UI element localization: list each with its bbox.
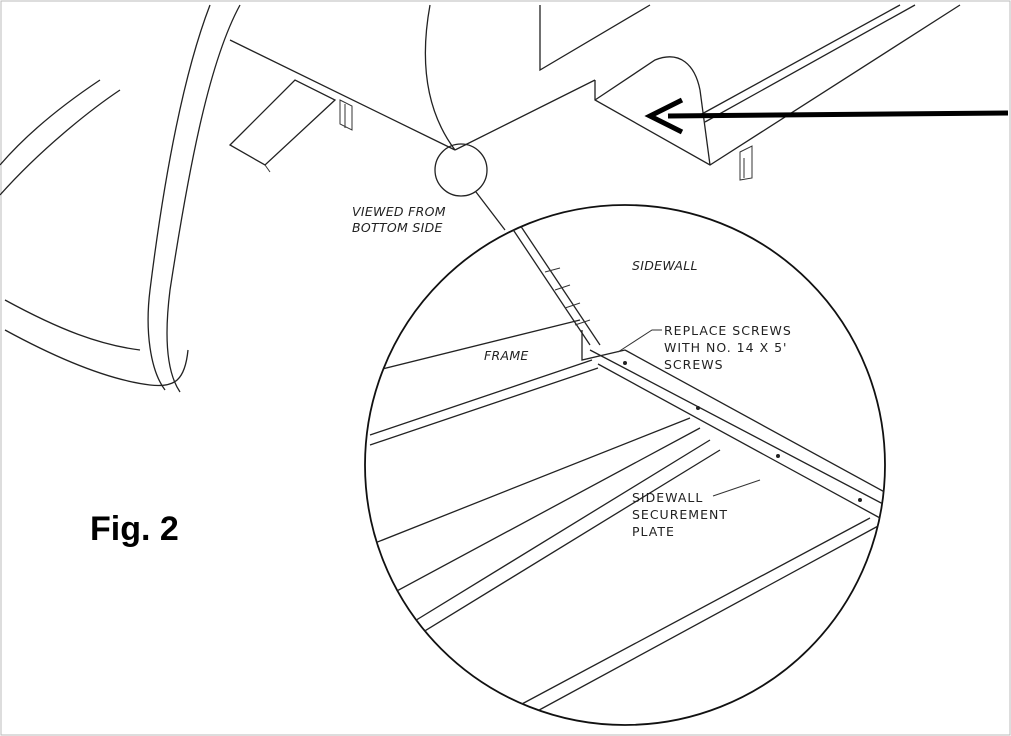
plate-note-line2: SECUREMENT xyxy=(632,507,728,522)
viewed-note-line1: VIEWED FROM xyxy=(352,204,446,219)
detail-callout-circle xyxy=(434,143,488,197)
replace-note-line2: WITH NO. 14 X 5' xyxy=(664,340,788,355)
trailer-body-drawing xyxy=(0,4,961,393)
viewed-note-line2: BOTTOM SIDE xyxy=(352,220,443,235)
frame-label: FRAME xyxy=(484,348,529,363)
arrow-left-icon xyxy=(644,97,1009,135)
plate-note-line1: SIDEWALL xyxy=(632,490,703,505)
detail-circle xyxy=(364,204,886,726)
replace-note-line3: SCREWS xyxy=(664,357,724,372)
figure-label: Fig. 2 xyxy=(90,510,179,548)
plate-leader xyxy=(712,479,761,497)
detail-view xyxy=(364,204,886,726)
replace-note-line1: REPLACE SCREWS xyxy=(664,323,792,338)
sidewall-label: SIDEWALL xyxy=(632,258,698,273)
plate-note-line3: PLATE xyxy=(632,524,675,539)
replace-screws-leader xyxy=(617,329,662,353)
